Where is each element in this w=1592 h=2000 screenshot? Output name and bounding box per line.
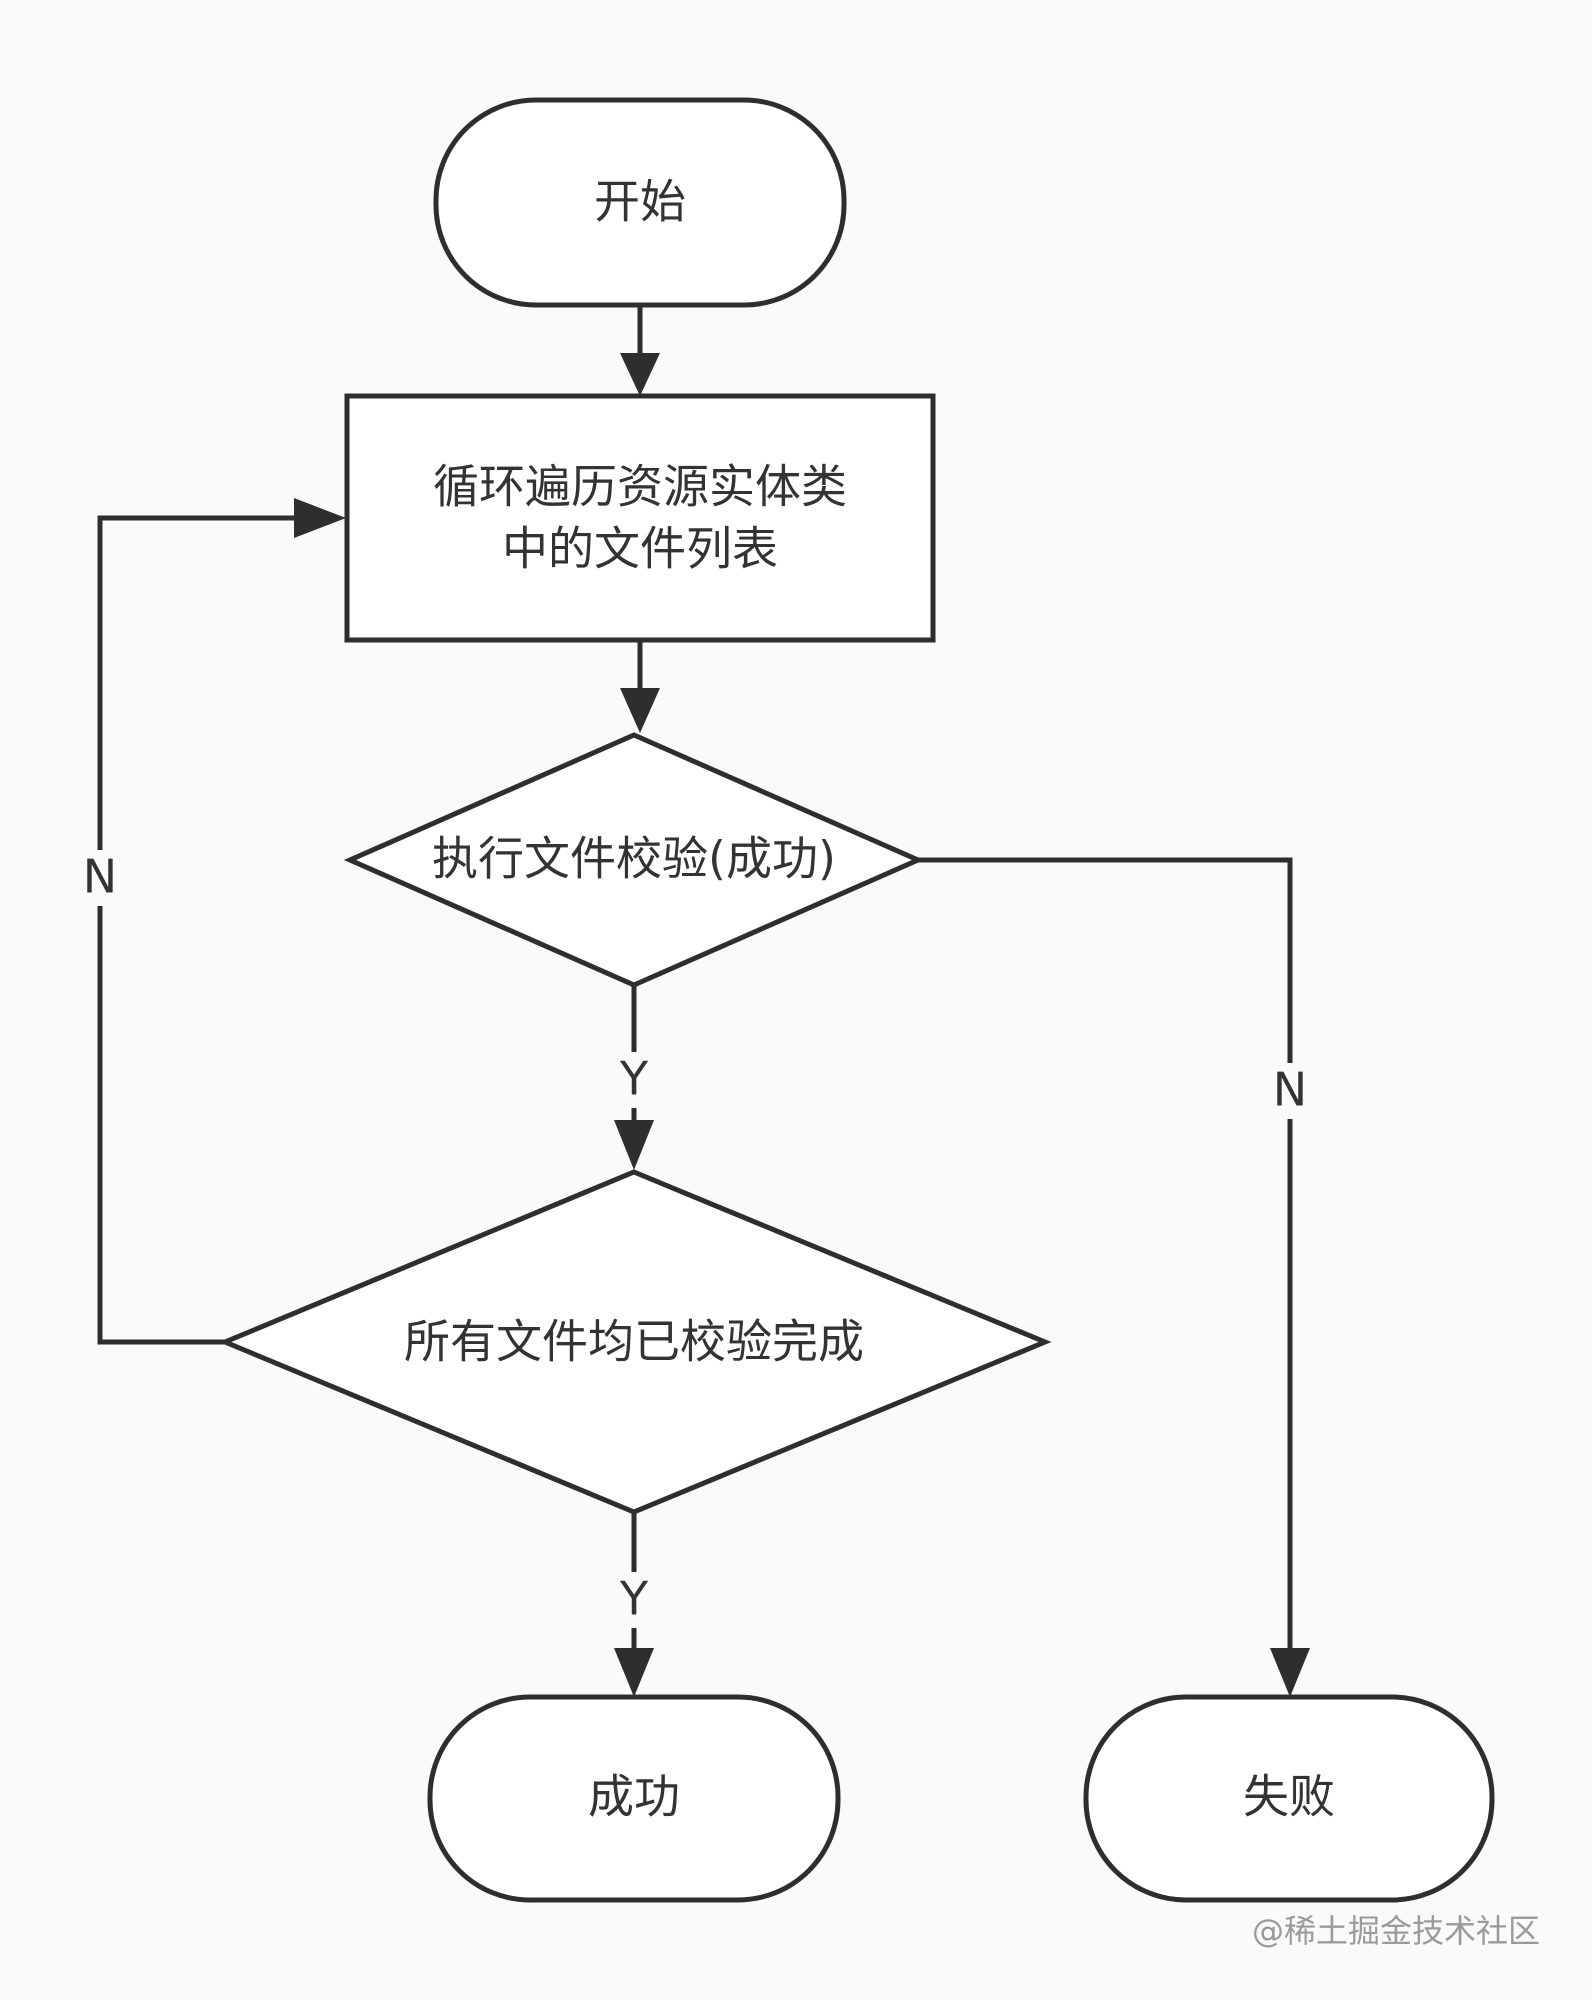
edge-label-alldone-no: N [78,850,122,906]
edge-start-to-loop [620,305,660,396]
start-node-label: 开始 [594,175,686,229]
alldone-decision-node: 所有文件均已校验完成 [218,1169,1052,1515]
edge-alldone-to-loop [97,498,346,1345]
verify-decision-label: 执行文件校验(成功) [432,832,836,886]
edge-label-verify-no-text: N [1273,1063,1307,1117]
loop-process-label-line2: 中的文件列表 [502,522,778,576]
loop-process-label-line1: 循环遍历资源实体类 [433,460,847,514]
watermark-text: @稀土掘金技术社区 [1252,1912,1540,1950]
edge-label-verify-no: N [1268,1063,1312,1119]
verify-decision-node: 执行文件校验(成功) [343,732,925,988]
start-node: 开始 [433,97,847,308]
edge-label-alldone-no-text: N [83,850,117,904]
failure-node: 失败 [1083,1694,1495,1903]
edge-verify-to-failure [918,857,1310,1697]
edge-label-alldone-yes: Y [614,1572,654,1628]
edge-label-verify-yes-text: Y [619,1052,649,1106]
success-node: 成功 [427,1694,841,1903]
edge-label-alldone-yes-text: Y [619,1572,649,1626]
alldone-decision-label: 所有文件均已校验完成 [404,1315,864,1369]
edge-label-verify-yes: Y [614,1052,654,1108]
loop-process-node: 循环遍历资源实体类 中的文件列表 [344,393,936,643]
success-node-label: 成功 [588,1770,680,1824]
failure-node-label: 失败 [1243,1770,1335,1824]
edge-loop-to-verify [620,640,660,733]
